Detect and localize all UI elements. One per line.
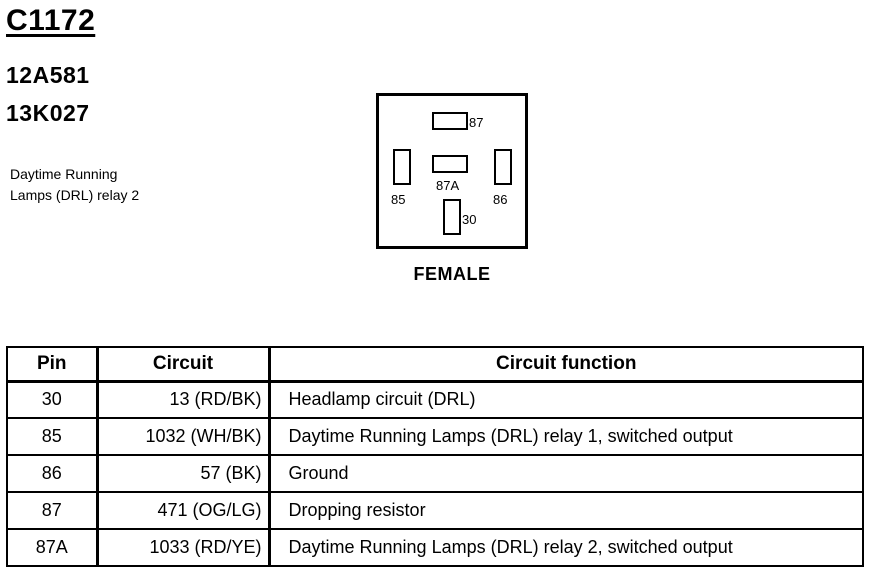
pin-cell: 30 [6, 380, 99, 419]
description-line-1: Daytime Running [10, 166, 118, 182]
circuit-cell: 471 (OG/LG) [96, 491, 271, 530]
table-row: 87 471 (OG/LG) Dropping resistor [6, 491, 864, 530]
pin-cell: 86 [6, 454, 99, 493]
pin-cell: 87A [6, 528, 99, 567]
description-line-2: Lamps (DRL) relay 2 [10, 187, 140, 203]
table-row: 30 13 (RD/BK) Headlamp circuit (DRL) [6, 380, 864, 419]
function-cell: Daytime Running Lamps (DRL) relay 2, swi… [268, 528, 864, 567]
table-row: 86 57 (BK) Ground [6, 454, 864, 493]
function-cell: Daytime Running Lamps (DRL) relay 1, swi… [268, 417, 864, 456]
terminal-86 [494, 149, 512, 185]
terminal-85-label: 85 [391, 192, 406, 207]
column-header-function: Circuit function [268, 346, 864, 383]
part-number-2: 13K027 [6, 100, 90, 126]
connector-id: C1172 [6, 4, 96, 37]
column-header-pin: Pin [6, 346, 99, 383]
circuit-cell: 1032 (WH/BK) [96, 417, 271, 456]
function-cell: Dropping resistor [268, 491, 864, 530]
terminal-87 [432, 112, 468, 130]
connector-face-diagram: 87 85 87A 86 30 [376, 93, 528, 249]
terminal-87a-label: 87A [436, 178, 460, 193]
terminal-30 [443, 199, 461, 235]
table-header-row: Pin Circuit Circuit function [6, 346, 864, 383]
column-header-circuit: Circuit [96, 346, 271, 383]
circuit-cell: 57 (BK) [96, 454, 271, 493]
terminal-87-label: 87 [469, 115, 484, 130]
terminal-30-label: 30 [462, 212, 477, 227]
pin-cell: 85 [6, 417, 99, 456]
part-number-1: 12A581 [6, 62, 90, 88]
table-row: 87A 1033 (RD/YE) Daytime Running Lamps (… [6, 528, 864, 567]
terminal-85 [393, 149, 411, 185]
connector-description: Daytime Running Lamps (DRL) relay 2 [10, 164, 210, 206]
terminal-86-label: 86 [493, 192, 508, 207]
function-cell: Headlamp circuit (DRL) [268, 380, 864, 419]
connector-gender-label: FEMALE [413, 264, 491, 284]
table-row: 85 1032 (WH/BK) Daytime Running Lamps (D… [6, 417, 864, 456]
pin-cell: 87 [6, 491, 99, 530]
function-cell: Ground [268, 454, 864, 493]
pin-table: Pin Circuit Circuit function 30 13 (RD/B… [6, 346, 864, 567]
circuit-cell: 13 (RD/BK) [96, 380, 271, 419]
circuit-cell: 1033 (RD/YE) [96, 528, 271, 567]
terminal-87a [432, 155, 468, 173]
